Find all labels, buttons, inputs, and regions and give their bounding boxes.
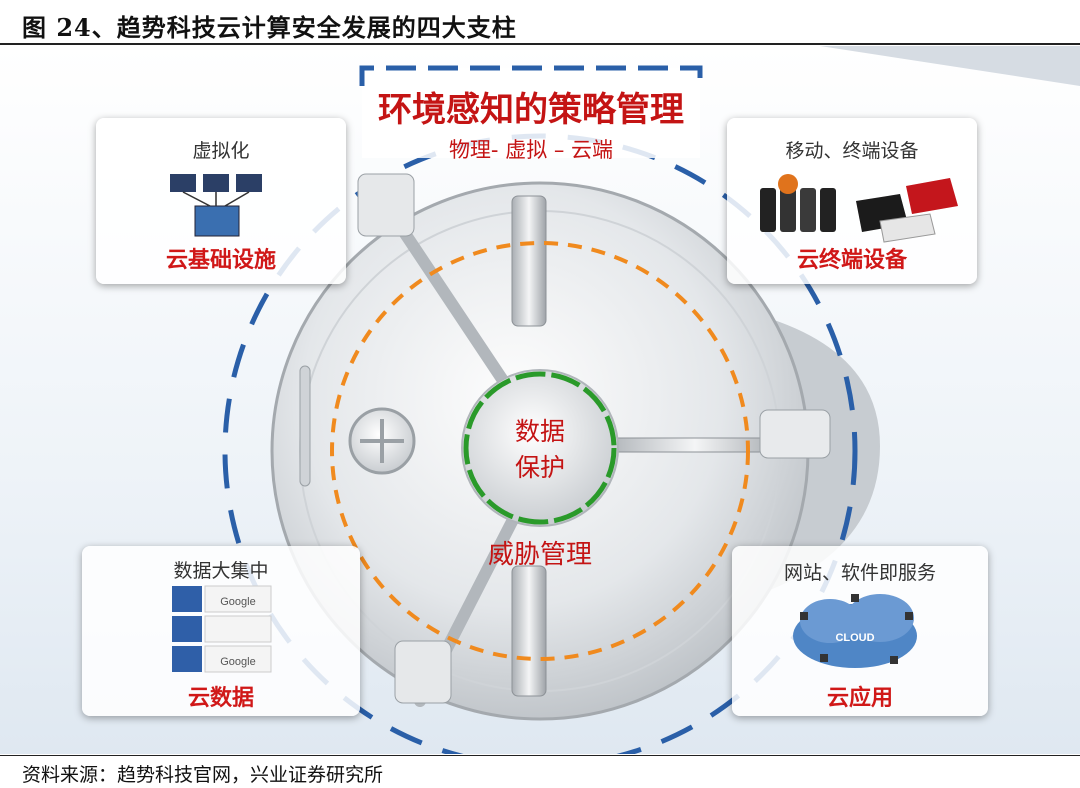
card-title: 云应用 bbox=[826, 686, 893, 711]
top-bar bbox=[511, 195, 547, 327]
banner-title: 环境感知的策略管理 bbox=[378, 90, 684, 130]
center-line-2: 保护 bbox=[514, 453, 565, 482]
banner-background bbox=[362, 68, 700, 158]
right-latch bbox=[759, 409, 831, 459]
card-subtitle: 网站、软件即服务 bbox=[783, 562, 936, 584]
card-title: 云数据 bbox=[187, 686, 254, 711]
card-subtitle: 移动、终端设备 bbox=[785, 140, 919, 162]
card-cloud-devices: 移动、终端设备 云终端设备 bbox=[727, 118, 977, 284]
figure-title: 图 24、趋势科技云计算安全发展的四大支柱 bbox=[22, 13, 517, 42]
diagram-stage: 环境感知的策略管理 物理- 虚拟 – 云端 数据 保护 威胁管理 虚拟化 云基础… bbox=[0, 46, 1080, 754]
card-cloud-infrastructure: 虚拟化 云基础设施 bbox=[96, 118, 346, 284]
bottom-bar bbox=[511, 565, 547, 697]
card-subtitle: 虚拟化 bbox=[192, 140, 250, 162]
threat-management-label: 威胁管理 bbox=[487, 540, 592, 570]
upper-hinge bbox=[357, 173, 415, 237]
title-divider bbox=[0, 43, 1080, 45]
corner-streak bbox=[820, 46, 1080, 86]
source-note: 资料来源：趋势科技官网，兴业证券研究所 bbox=[22, 764, 384, 786]
banner-dashed-border bbox=[359, 65, 703, 86]
door-handle bbox=[299, 365, 311, 487]
card-cloud-data: 数据大集中 云数据 bbox=[82, 546, 360, 716]
source-divider bbox=[0, 755, 1080, 756]
card-title: 云基础设施 bbox=[165, 248, 276, 273]
center-hub bbox=[461, 369, 619, 527]
card-title: 云终端设备 bbox=[796, 248, 907, 273]
banner-subtitle: 物理- 虚拟 – 云端 bbox=[448, 138, 614, 162]
orange-dashed-ring bbox=[330, 241, 750, 661]
green-dashed-ring bbox=[463, 371, 617, 525]
card-subtitle: 数据大集中 bbox=[173, 560, 269, 582]
lower-hinge bbox=[394, 640, 452, 704]
center-line-1: 数据 bbox=[514, 417, 565, 446]
card-cloud-applications: 网站、软件即服务 云应用 bbox=[732, 546, 988, 716]
